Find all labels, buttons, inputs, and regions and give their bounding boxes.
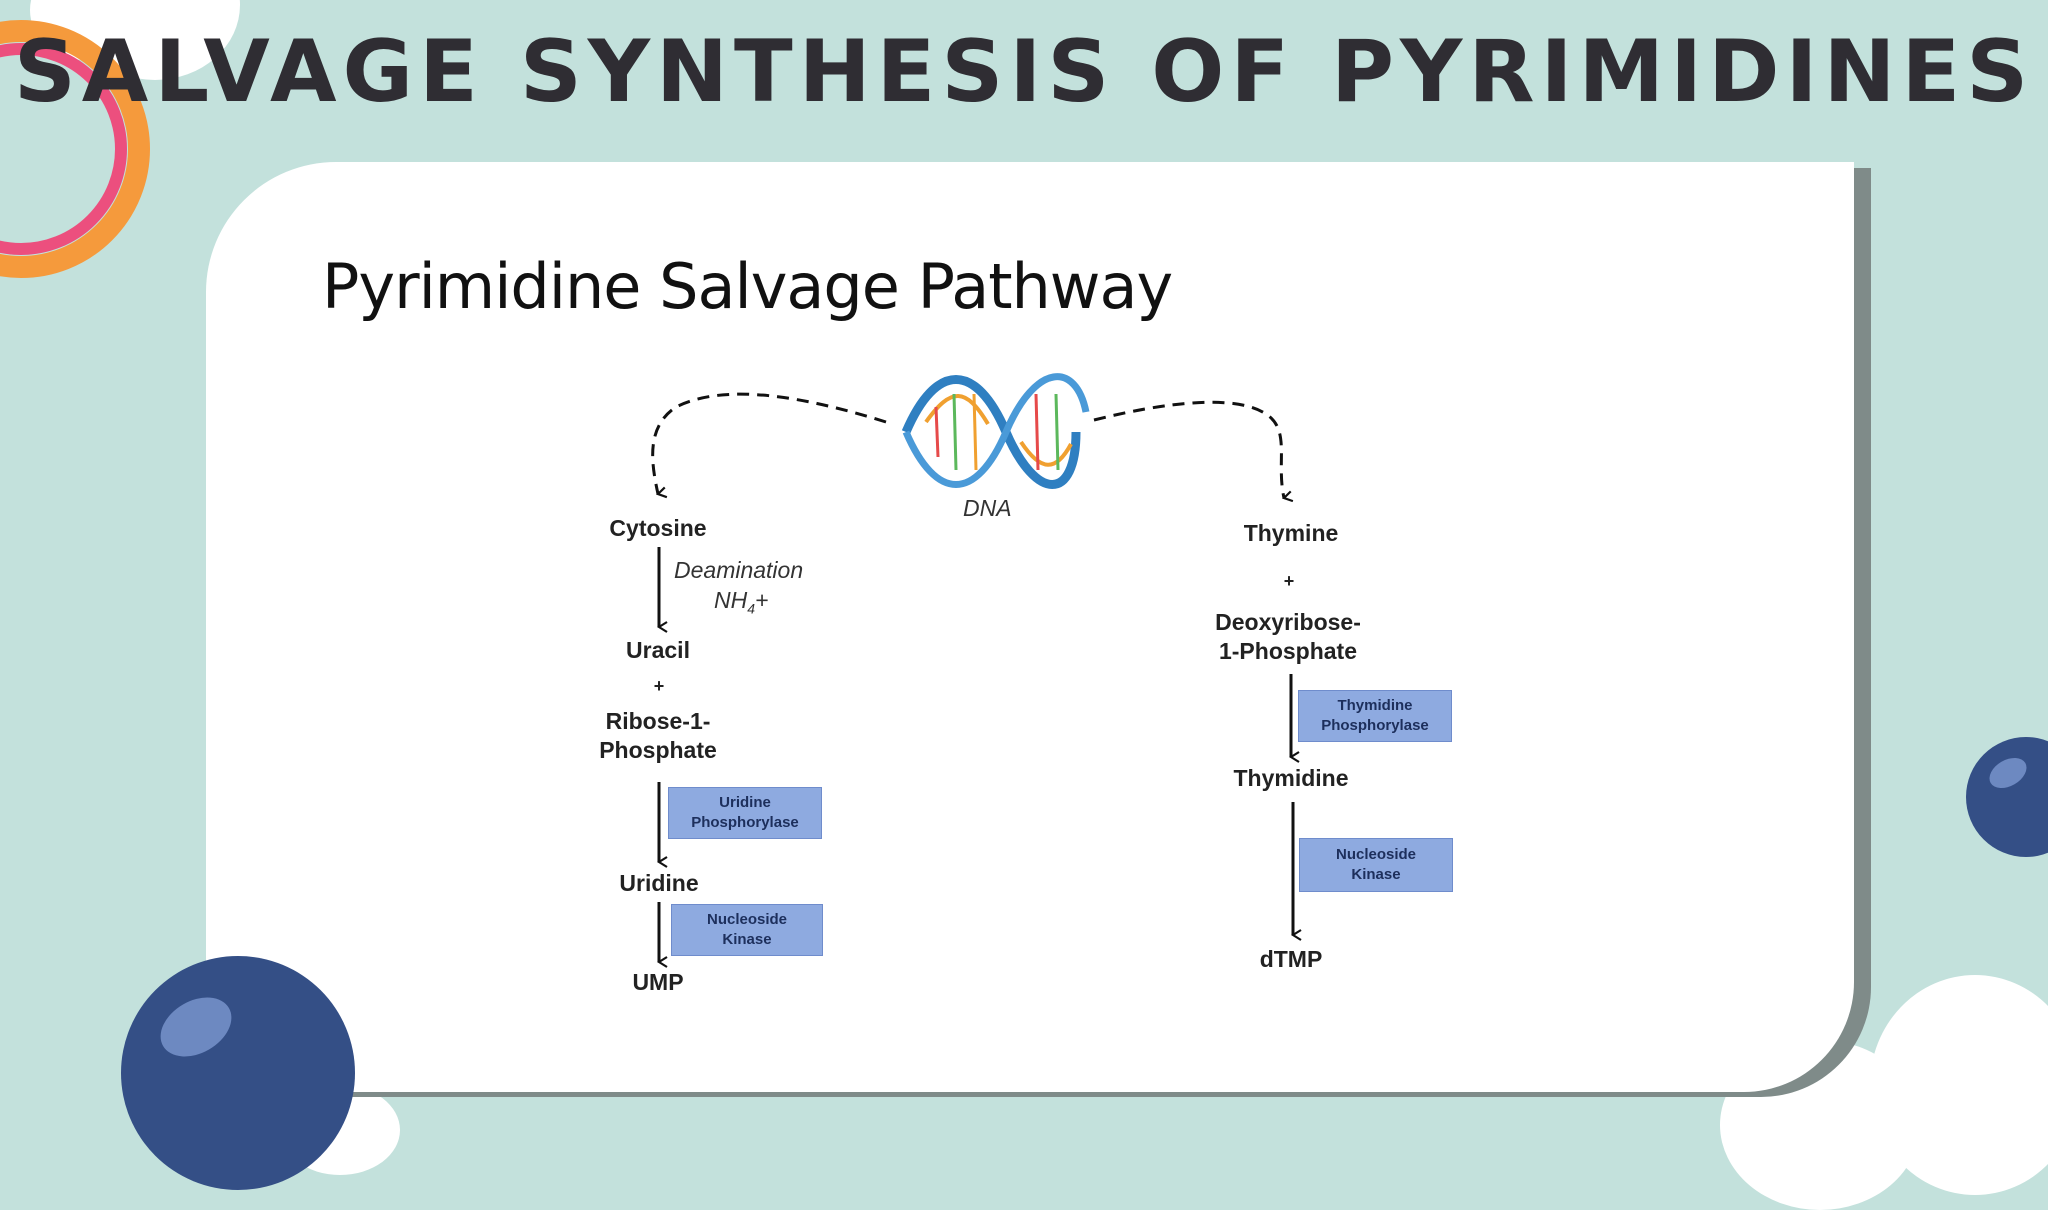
node-uracil: Uracil <box>626 637 690 663</box>
node-ribose-1-phosphate: Ribose-1- Phosphate <box>599 707 717 765</box>
bubble-bottom-left <box>118 955 363 1195</box>
enzyme-uridine-phosphorylase-line2: Phosphorylase <box>691 814 799 831</box>
enzyme-uridine-phosphorylase: Uridine Phosphorylase <box>668 787 822 839</box>
node-uridine: Uridine <box>619 870 699 896</box>
enzyme-nucleoside-kinase-right: Nucleoside Kinase <box>1299 838 1453 892</box>
plus-right: + <box>1283 571 1295 591</box>
enzyme-thymidine-phosphorylase-line1: Thymidine <box>1337 697 1413 714</box>
ribose-line1: Ribose-1- <box>605 708 711 734</box>
deamination-label: Deamination <box>674 557 804 583</box>
bubble-right <box>1964 735 2048 860</box>
pathway-diagram <box>651 373 1854 1092</box>
dna-label: DNA <box>963 495 1012 521</box>
enzyme-thymidine-phosphorylase-line2: Phosphorylase <box>1321 717 1429 734</box>
enzyme-nucleoside-kinase-right-line1: Nucleoside <box>1335 846 1417 863</box>
ammonium-subscript: 4 <box>747 600 756 617</box>
ammonium-label: NH4+ <box>714 587 768 617</box>
plus-left: + <box>653 676 665 696</box>
deoxyribose-line2: 1-Phosphate <box>1218 638 1358 664</box>
enzyme-uridine-phosphorylase-line1: Uridine <box>719 794 771 811</box>
node-thymidine: Thymidine <box>1233 765 1349 791</box>
ammonium-nh: NH <box>714 587 748 613</box>
enzyme-nucleoside-kinase-left-line1: Nucleoside <box>706 911 788 928</box>
enzyme-thymidine-phosphorylase: Thymidine Phosphorylase <box>1298 690 1452 742</box>
ribose-line2: Phosphate <box>599 737 717 763</box>
ammonium-charge: + <box>755 587 769 613</box>
enzyme-nucleoside-kinase-right-line2: Kinase <box>1351 866 1401 883</box>
enzyme-nucleoside-kinase-left: Nucleoside Kinase <box>671 904 823 956</box>
dna-to-cytosine-connector <box>651 392 887 494</box>
dna-helix-icon <box>901 373 1090 489</box>
node-deoxyribose-1-phosphate: Deoxyribose- 1-Phosphate <box>1215 608 1361 666</box>
node-ump: UMP <box>632 969 684 995</box>
deoxyribose-line1: Deoxyribose- <box>1215 609 1361 635</box>
dna-to-thymine-connector <box>1093 400 1284 498</box>
slide-card: Pyrimidine Salvage Pathway <box>206 162 1854 1092</box>
slide-title: SALVAGE SYNTHESIS OF PYRIMIDINES <box>13 22 2035 122</box>
node-dtmp: dTMP <box>1259 946 1323 972</box>
node-cytosine: Cytosine <box>609 515 707 541</box>
pathway-title: Pyrimidine Salvage Pathway <box>322 250 1173 323</box>
ring-decoration <box>0 18 152 280</box>
node-thymine: Thymine <box>1243 520 1339 546</box>
enzyme-nucleoside-kinase-left-line2: Kinase <box>722 931 772 948</box>
